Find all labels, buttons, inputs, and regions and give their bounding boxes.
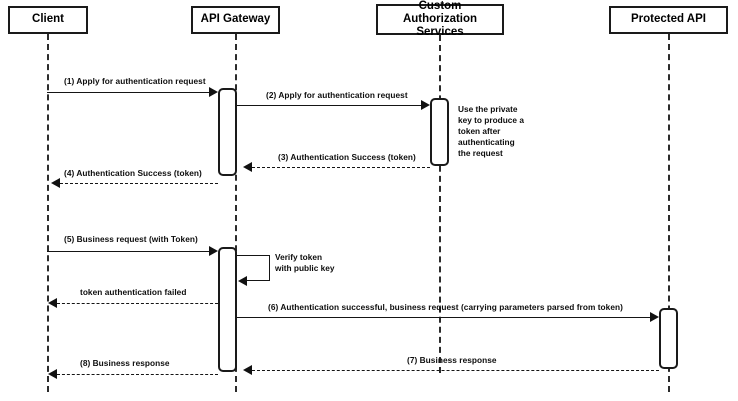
lifeline-custom-auth (439, 35, 441, 373)
participant-label-api-gateway: API Gateway (200, 13, 271, 26)
message-line-2 (237, 105, 422, 106)
activation-custom-auth (430, 98, 449, 166)
note-custom-auth: Use the private key to produce a token a… (458, 104, 524, 158)
message-arrow-6 (650, 312, 659, 322)
message-arrow-7 (243, 365, 252, 375)
message-line-token-failed (57, 303, 218, 304)
message-arrow-2 (421, 100, 430, 110)
lifeline-client (47, 34, 49, 392)
message-arrow-4 (51, 178, 60, 188)
participant-header-custom-auth: Custom Authorization Services (376, 0, 504, 38)
message-line-1 (47, 92, 210, 93)
message-label-3: (3) Authentication Success (token) (278, 152, 416, 162)
activation-api-gateway-auth (218, 88, 237, 176)
message-line-4 (60, 183, 218, 184)
participant-label-custom-auth: Custom Authorization Services (402, 0, 478, 39)
message-label-5: (5) Business request (with Token) (64, 234, 198, 244)
participant-label-protected-api: Protected API (631, 13, 706, 26)
participant-header-api-gateway: API Gateway (191, 6, 280, 34)
message-label-1: (1) Apply for authentication request (64, 76, 206, 86)
self-message-arrow (238, 276, 247, 286)
message-line-6 (237, 317, 651, 318)
message-arrow-5 (209, 246, 218, 256)
message-label-8: (8) Business response (80, 358, 170, 368)
message-label-4: (4) Authentication Success (token) (64, 168, 202, 178)
message-line-3 (252, 167, 430, 168)
activation-api-gateway-business (218, 247, 237, 372)
message-arrow-1 (209, 87, 218, 97)
message-label-7: (7) Business response (407, 355, 497, 365)
message-arrow-8 (48, 369, 57, 379)
self-message-top-line (237, 255, 270, 256)
lifeline-protected-api (668, 34, 670, 392)
participant-header-protected-api: Protected API (609, 6, 728, 34)
self-message-right-line (269, 255, 270, 281)
participant-label-client: Client (32, 13, 64, 26)
participant-header-client: Client (8, 6, 88, 34)
message-arrow-3 (243, 162, 252, 172)
message-line-7 (252, 370, 659, 371)
self-message-bottom-line (246, 280, 270, 281)
message-label-6: (6) Authentication successful, business … (268, 302, 623, 312)
self-message-label: Verify token with public key (275, 252, 335, 273)
message-label-2: (2) Apply for authentication request (266, 90, 408, 100)
message-line-5 (47, 251, 210, 252)
message-line-8 (57, 374, 218, 375)
message-label-token-failed: token authentication failed (80, 287, 187, 297)
message-arrow-token-failed (48, 298, 57, 308)
lifeline-api-gateway (235, 34, 237, 392)
activation-protected-api (659, 308, 678, 369)
